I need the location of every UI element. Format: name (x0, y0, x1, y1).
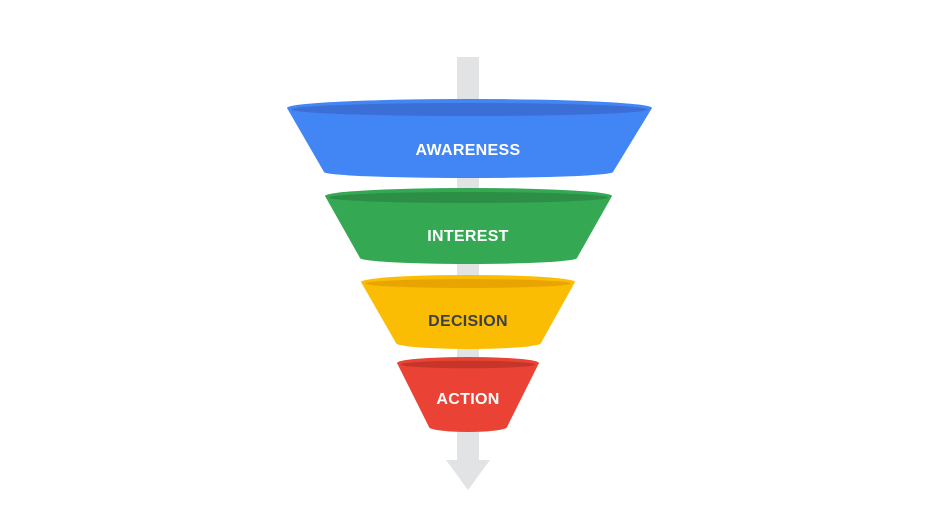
stage-label-awareness: AWARENESS (416, 142, 521, 159)
arrow-head (446, 460, 490, 490)
funnel-stage-action: ACTION (397, 357, 539, 432)
stage-label-interest: INTEREST (427, 228, 509, 245)
funnel-stage-interest: INTEREST (325, 188, 612, 264)
stage-label-decision: DECISION (428, 313, 508, 330)
funnel-stage-awareness: AWARENESS (287, 99, 652, 178)
funnel-stage-decision: DECISION (361, 275, 575, 349)
stage-label-action: ACTION (436, 391, 499, 408)
